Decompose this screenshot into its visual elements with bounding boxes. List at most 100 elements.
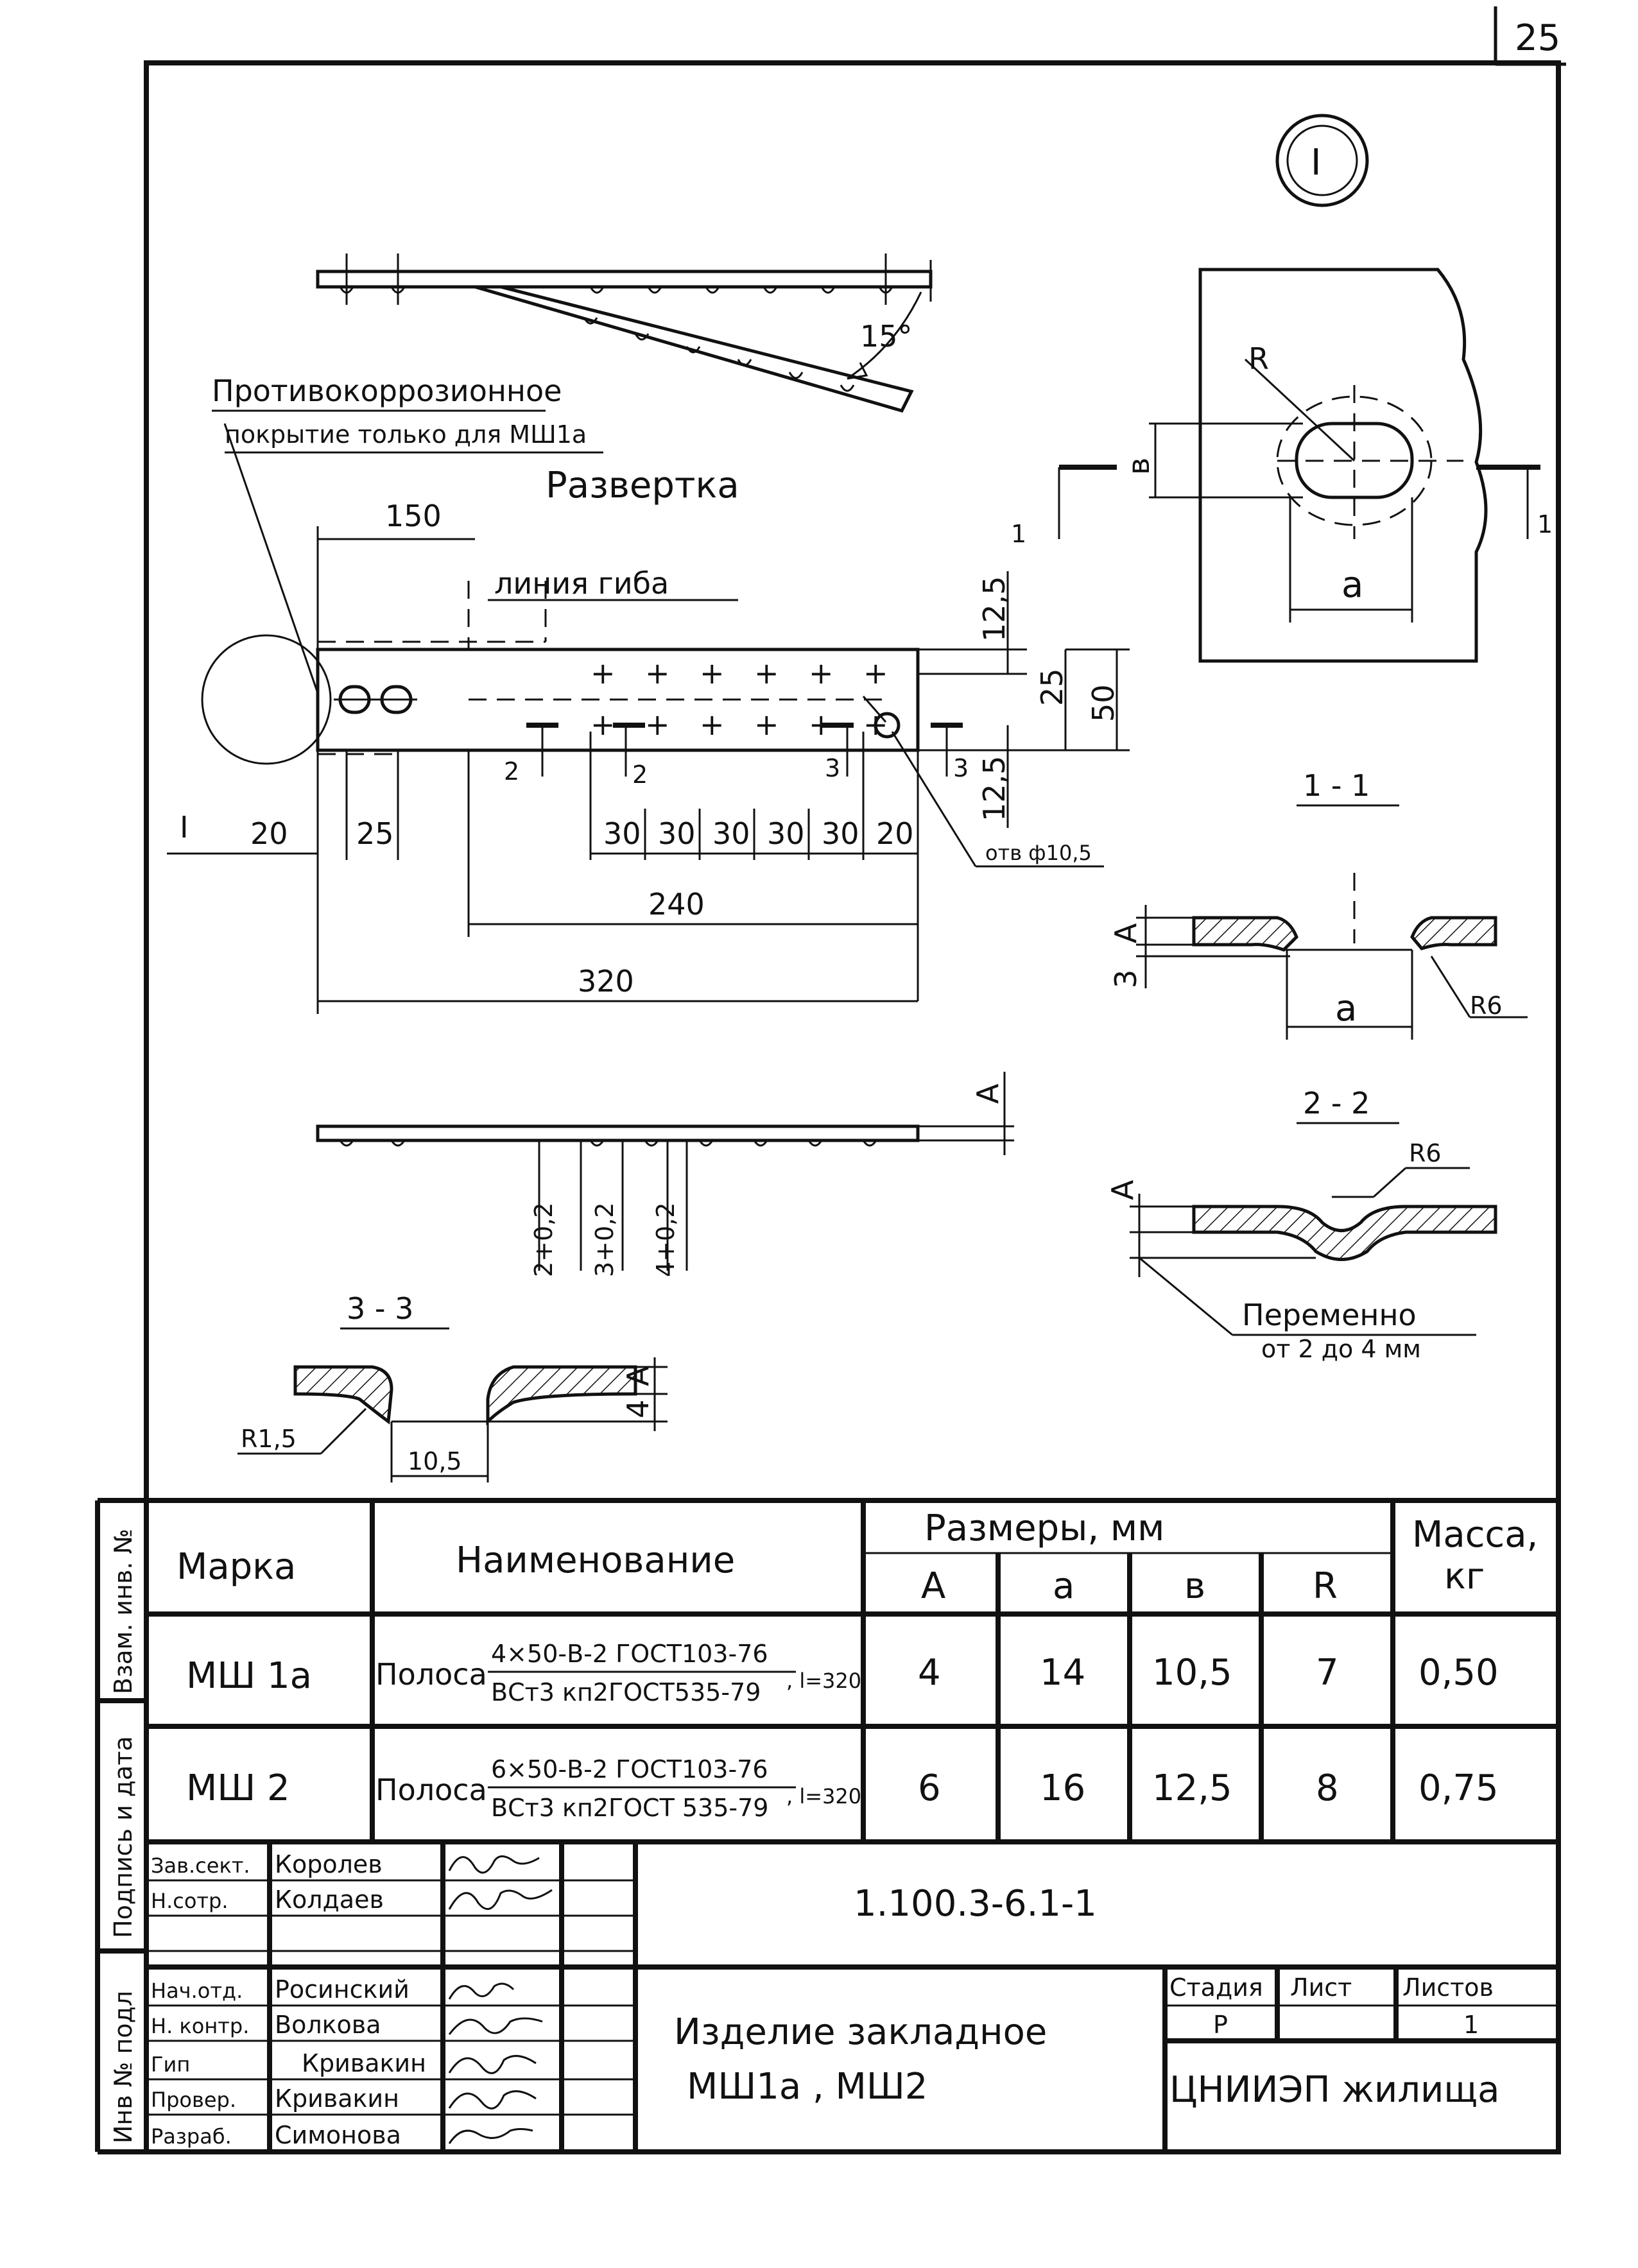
tb-name-5: Волкова <box>275 2011 381 2039</box>
sheet-label: Лист <box>1290 1973 1352 2002</box>
tb-name-2: Колдаев <box>275 1886 384 1914</box>
dim-150: 150 <box>385 499 442 533</box>
th-R: R <box>1313 1565 1338 1607</box>
section-1-1-A: А <box>1108 923 1143 943</box>
drawing-frame <box>144 60 1561 2154</box>
row2-name-bottom: ВСт3 кп2ГОСТ 535-79 <box>491 1794 768 1822</box>
section-2-2: 2 - 2 R6 А Переменно от 2 до 4 мм <box>1105 1086 1497 1363</box>
row1-length: , l=320 <box>786 1669 861 1693</box>
section-3-3-A: А <box>621 1366 655 1386</box>
plan-slot-holes <box>334 685 417 714</box>
section-3-3-width: 10,5 <box>408 1447 462 1475</box>
th-a: а <box>1053 1565 1074 1607</box>
section-3-3-four: 4 <box>621 1400 655 1418</box>
table-row: МШ 1а Полоса 4×50-В-2 ГОСТ103-76 ВСт3 кп… <box>186 1640 1499 1706</box>
section-mark-2-right: 2 <box>632 760 648 789</box>
dim-12-5-bottom: 12,5 <box>977 756 1012 821</box>
row2-b: 12,5 <box>1152 1767 1232 1809</box>
row1-a: 14 <box>1040 1652 1085 1694</box>
th-A: А <box>921 1565 945 1607</box>
bend-angle-label: 15° <box>860 319 913 354</box>
section-3-3-title: 3 - 3 <box>347 1291 413 1326</box>
row1-mark: МШ 1а <box>186 1655 312 1697</box>
callout-I-label: I <box>180 810 189 845</box>
dim-25-left: 25 <box>356 816 394 851</box>
dim-30-3: 30 <box>712 816 750 851</box>
section-2-2-title: 2 - 2 <box>1303 1086 1370 1121</box>
doc-number: 1.100.3-6.1-1 <box>854 1883 1097 1925</box>
th-mass-1: Масса, <box>1412 1514 1538 1556</box>
dim-30-1: 30 <box>603 816 641 851</box>
dim-240: 240 <box>648 887 705 922</box>
callout-circle-I: I <box>1275 114 1369 207</box>
section-3-3: 3 - 3 А 4 R1,5 10,5 <box>237 1291 668 1482</box>
section-1-1: 1 - 1 А 3 а R6 <box>1108 768 1528 1040</box>
section-mark-3-left: 3 <box>825 754 840 782</box>
svg-text:+: + <box>700 707 725 742</box>
section-mark-2-left: 2 <box>504 757 519 786</box>
section-mark-1-left: 1 <box>1011 520 1026 548</box>
section-1-1-three: 3 <box>1108 970 1143 988</box>
section-mark-3-right: 3 <box>953 754 969 782</box>
stage-value: Р <box>1213 2011 1228 2039</box>
callout-mark: I <box>1311 142 1322 184</box>
row1-b: 10,5 <box>1152 1652 1232 1694</box>
th-mark: Марка <box>177 1546 296 1588</box>
svg-text:+: + <box>863 656 888 691</box>
signatures <box>448 1855 553 2144</box>
svg-text:+: + <box>645 656 670 691</box>
coating-note-line2: покрытие только для МШ1а <box>225 420 587 449</box>
tb-role-1: Зав.сект. <box>151 1853 250 1878</box>
svg-text:+: + <box>754 656 779 691</box>
plan-dimensions: 150 линия гиба 12,5 25 50 12,5 I 20 25 3… <box>167 499 1130 1014</box>
row1-mass: 0,50 <box>1418 1652 1499 1694</box>
dim-12-5-top: 12,5 <box>977 576 1012 642</box>
section-1-1-a: а <box>1335 988 1357 1029</box>
th-name: Наименование <box>456 1540 735 1581</box>
sheets-label: Листов <box>1402 1973 1494 2002</box>
svg-text:+: + <box>591 707 616 742</box>
tb-role-6: Гип <box>151 2052 190 2077</box>
tb-name-6: Кривакин <box>302 2049 426 2077</box>
elevation-h3: 3+0,2 <box>591 1203 619 1277</box>
th-b: в <box>1184 1565 1205 1607</box>
section-2-2-note1: Переменно <box>1242 1298 1417 1332</box>
product-title-line1: Изделие закладное <box>674 2011 1047 2053</box>
th-mass-2: кг <box>1444 1556 1485 1597</box>
hole-label: отв ф10,5 <box>985 841 1092 865</box>
section-1-1-R6: R6 <box>1470 992 1503 1020</box>
section-1-1-title: 1 - 1 <box>1303 768 1370 803</box>
tb-role-8: Разраб. <box>151 2124 232 2149</box>
page-number: 25 <box>1515 17 1560 59</box>
row2-R: 8 <box>1316 1767 1339 1809</box>
tb-name-1: Королев <box>275 1850 383 1878</box>
stamp-podpis-data: Подпись и дата <box>109 1736 137 1938</box>
dim-25: 25 <box>1035 668 1069 706</box>
svg-text:+: + <box>645 707 670 742</box>
elevation-A: А <box>970 1083 1005 1104</box>
svg-text:+: + <box>591 656 616 691</box>
section-3-3-R15: R1,5 <box>241 1425 297 1453</box>
dim-30-5: 30 <box>822 816 859 851</box>
svg-text:+: + <box>700 656 725 691</box>
bent-view-ribs <box>339 286 893 392</box>
svg-text:+: + <box>809 656 834 691</box>
coating-note: Противокоррозионное покрытие только для … <box>212 374 603 694</box>
dim-30-4: 30 <box>767 816 805 851</box>
row1-name-bottom: ВСт3 кп2ГОСТ535-79 <box>491 1678 761 1706</box>
section-mark-1-right: 1 <box>1537 510 1553 538</box>
dim-320: 320 <box>578 964 634 999</box>
stage-label: Стадия <box>1169 1973 1263 2002</box>
row2-length: , l=320 <box>786 1784 861 1808</box>
row2-mark: МШ 2 <box>186 1767 290 1809</box>
table-row: МШ 2 Полоса 6×50-В-2 ГОСТ103-76 ВСт3 кп2… <box>186 1755 1499 1822</box>
plan-weld-marks: ++ ++ ++ ++ ++ ++ <box>591 656 901 742</box>
dim-20-right: 20 <box>876 816 914 851</box>
title-block: 1.100.3-6.1-1 Зав.сект. Королев Н.сотр. … <box>144 1842 1558 2152</box>
stamp-vzam-inv: Взам. инв. № <box>109 1529 137 1694</box>
tb-name-7: Кривакин <box>275 2084 399 2113</box>
dim-30-2: 30 <box>658 816 696 851</box>
bent-view: 15° <box>316 253 933 413</box>
product-title-line2: МШ1а , МШ2 <box>687 2066 927 2108</box>
